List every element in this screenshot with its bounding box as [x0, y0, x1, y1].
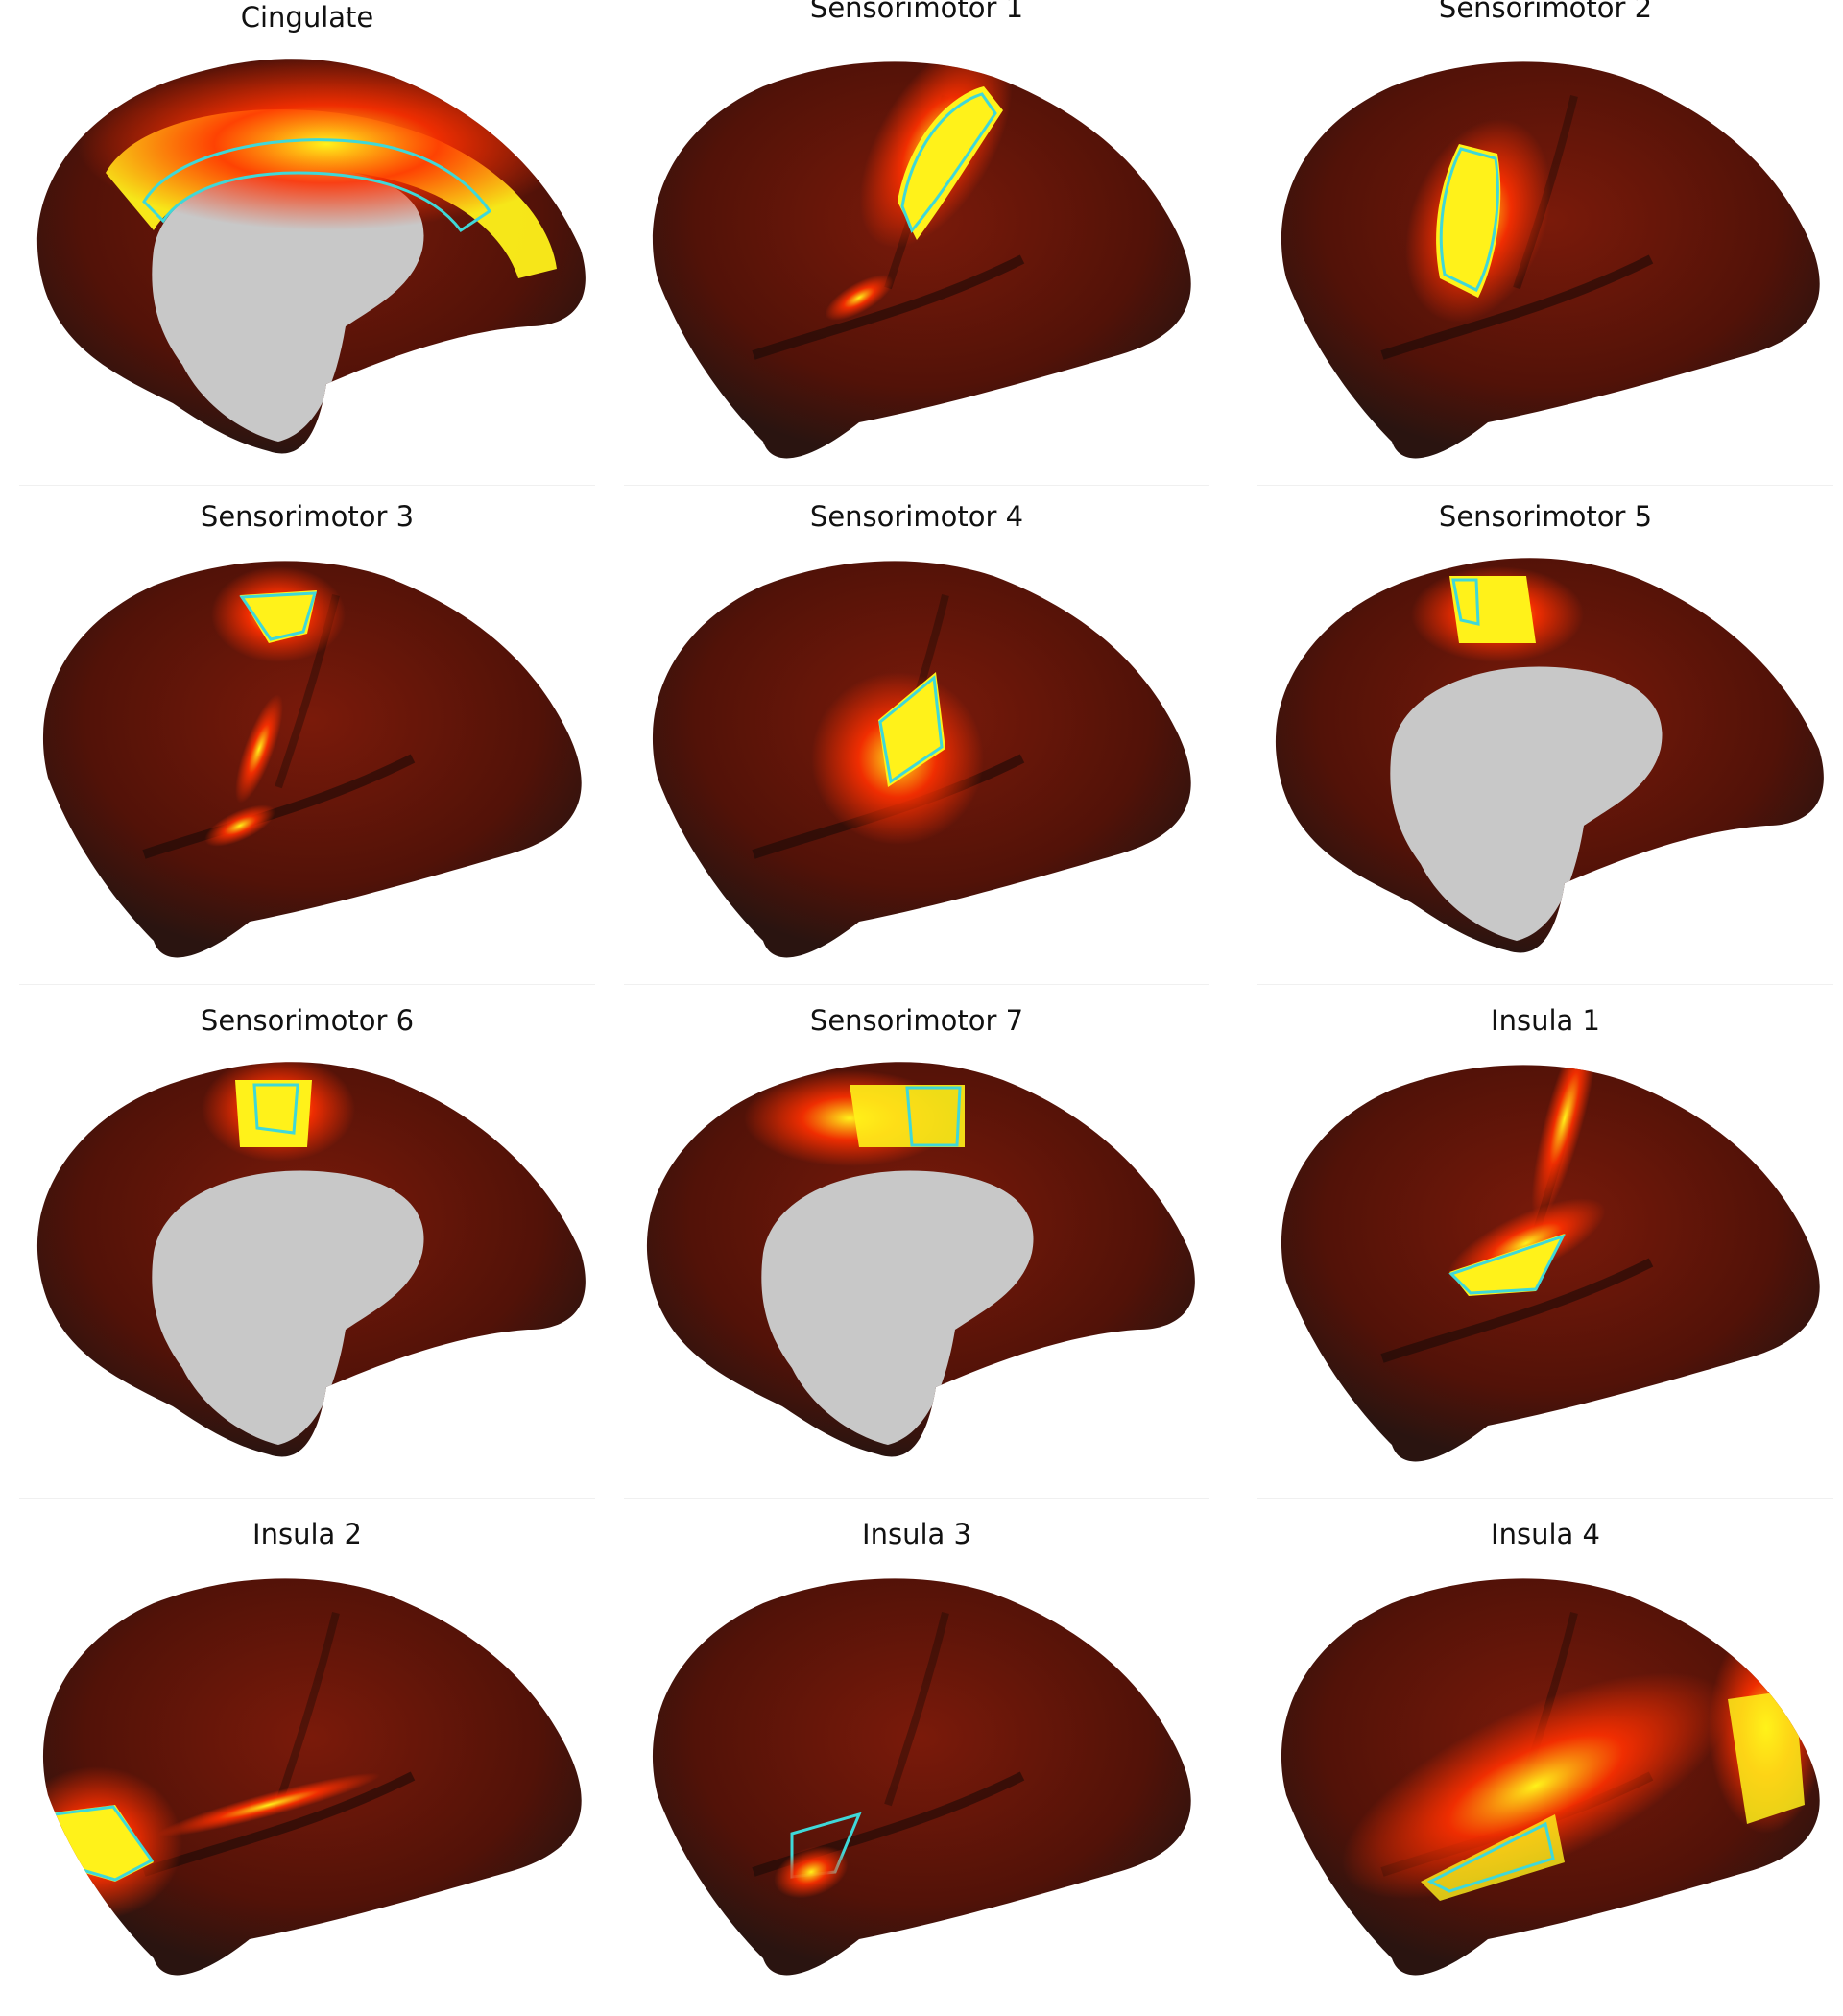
lateral-surface-map — [652, 561, 1191, 958]
row-divider — [624, 1498, 1209, 1499]
lateral-surface-map — [42, 1578, 582, 1976]
row-divider — [19, 984, 595, 985]
row-divider — [624, 485, 1209, 486]
brain-panel: Sensorimotor 4 — [619, 499, 1214, 998]
panel-title: Sensorimotor 4 — [809, 500, 1024, 533]
panel-title: Sensorimotor 6 — [200, 1004, 415, 1037]
brain-panel: Sensorimotor 5 — [1248, 499, 1843, 998]
panel-title: Insula 1 — [1491, 1004, 1600, 1037]
lateral-surface-map — [42, 561, 582, 958]
panel-title: Insula 3 — [862, 1518, 971, 1550]
panel-title: Sensorimotor 5 — [1438, 500, 1653, 533]
row-divider — [19, 1498, 595, 1499]
medial-surface-map — [36, 59, 586, 454]
panel-title: Sensorimotor 2 — [1438, 0, 1653, 24]
brain-panel: Sensorimotor 7 — [619, 1003, 1214, 1502]
medial-surface-map — [36, 1062, 586, 1457]
brain-panel: Sensorimotor 6 — [10, 1003, 605, 1502]
brain-panel: Sensorimotor 2 — [1248, 0, 1843, 499]
brain-panel: Sensorimotor 3 — [10, 499, 605, 998]
panel-title: Insula 4 — [1491, 1518, 1600, 1550]
brain-panel: Insula 4 — [1248, 1517, 1843, 2016]
brain-panel: Insula 3 — [619, 1517, 1214, 2016]
row-divider — [624, 984, 1209, 985]
lateral-surface-map — [1281, 1065, 1820, 1462]
brain-panel: Sensorimotor 1 — [619, 0, 1214, 499]
lateral-surface-map — [1281, 1578, 1820, 1976]
row-divider — [1257, 485, 1833, 486]
panel-title: Sensorimotor 7 — [809, 1004, 1024, 1037]
medial-surface-map — [1275, 558, 1824, 953]
medial-surface-map — [646, 1062, 1195, 1457]
panel-title: Sensorimotor 1 — [809, 0, 1024, 24]
row-divider — [1257, 1498, 1833, 1499]
panel-title: Cingulate — [240, 1, 374, 34]
panel-title: Insula 2 — [252, 1518, 362, 1550]
row-divider — [1257, 984, 1833, 985]
panel-title: Sensorimotor 3 — [200, 500, 415, 533]
brain-panel: Insula 1 — [1248, 1003, 1843, 1502]
lateral-surface-map — [652, 1578, 1191, 1976]
lateral-surface-map — [1281, 61, 1820, 459]
row-divider — [19, 485, 595, 486]
brain-panel: Cingulate — [10, 0, 605, 499]
lateral-surface-map — [652, 61, 1191, 459]
brain-panel: Insula 2 — [10, 1517, 605, 2016]
